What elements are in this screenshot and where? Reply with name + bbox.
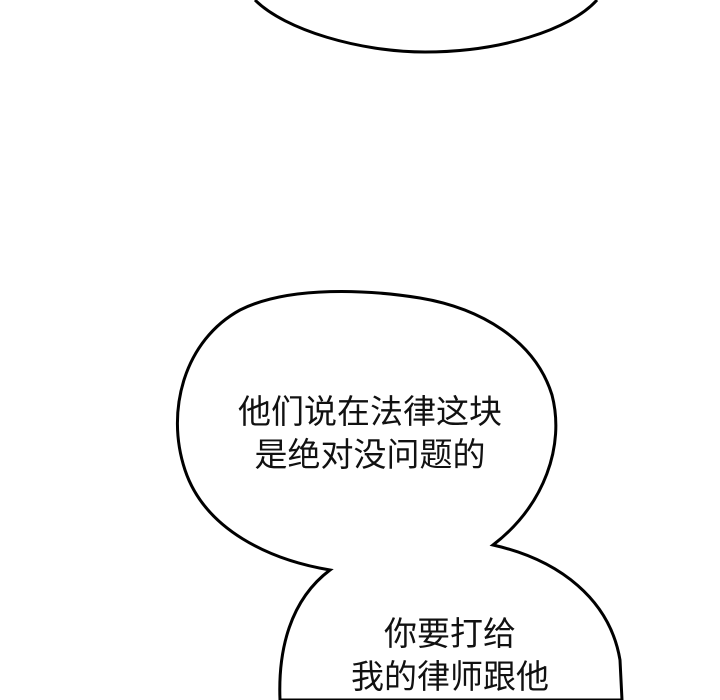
top-speech-bubble <box>253 0 599 54</box>
bottom-bubble-text: 你要打给 我的律师跟他 <box>330 612 570 698</box>
dialogue-line: 我的律师跟他 <box>351 657 549 696</box>
middle-speech-bubble <box>175 289 624 700</box>
dialogue-line: 你要打给 <box>384 614 516 653</box>
dialogue-line: 他们说在法律这块 <box>238 392 502 431</box>
dialogue-line: 是绝对没问题的 <box>254 435 486 474</box>
middle-bubble-text: 他们说在法律这块 是绝对没问题的 <box>190 390 550 476</box>
